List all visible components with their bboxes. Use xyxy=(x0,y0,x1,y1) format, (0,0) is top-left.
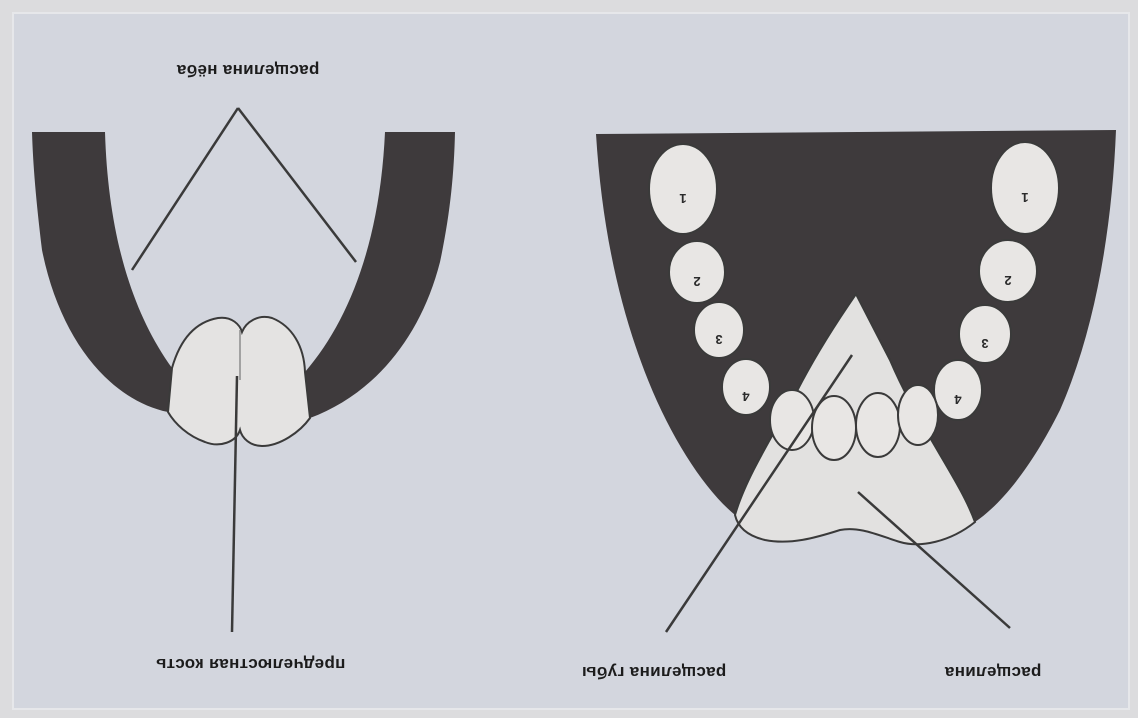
tooth-left-3-label: 3 xyxy=(715,332,722,347)
label-premaxilla: предчелюстная кость xyxy=(108,654,393,674)
tooth-left-1-label: 1 xyxy=(679,191,686,206)
incisor-4 xyxy=(898,385,938,445)
label-palate-cleft: расщелина нёба xyxy=(122,60,374,80)
left-figure xyxy=(32,108,455,632)
leader-line-palate-right xyxy=(238,108,356,262)
tooth-right-2-label: 2 xyxy=(1004,273,1011,288)
tooth-left-4-label: 4 xyxy=(742,389,750,404)
tooth-right-1 xyxy=(991,142,1059,234)
label-cleft: расщелина xyxy=(918,662,1068,682)
tooth-left-1 xyxy=(649,144,717,234)
incisor-3 xyxy=(856,393,900,457)
tooth-left-4 xyxy=(722,359,770,415)
tooth-left-3 xyxy=(694,302,744,358)
tooth-left-2-label: 2 xyxy=(693,274,700,289)
tooth-right-3 xyxy=(959,305,1011,363)
left-jaw-arch xyxy=(32,132,172,412)
tooth-right-3-label: 3 xyxy=(981,336,988,351)
tooth-right-4-label: 4 xyxy=(954,392,962,407)
tooth-left-2 xyxy=(669,241,725,303)
label-lip-cleft: расщелина губы xyxy=(548,662,760,682)
right-figure: 1 2 3 4 1 2 3 4 xyxy=(596,130,1116,632)
right-jaw-arch xyxy=(305,132,455,418)
tooth-right-1-label: 1 xyxy=(1021,190,1028,205)
tooth-right-2 xyxy=(979,240,1037,302)
premaxilla xyxy=(168,317,310,446)
leader-line-palate-left xyxy=(132,108,238,270)
tooth-right-4 xyxy=(934,360,982,420)
